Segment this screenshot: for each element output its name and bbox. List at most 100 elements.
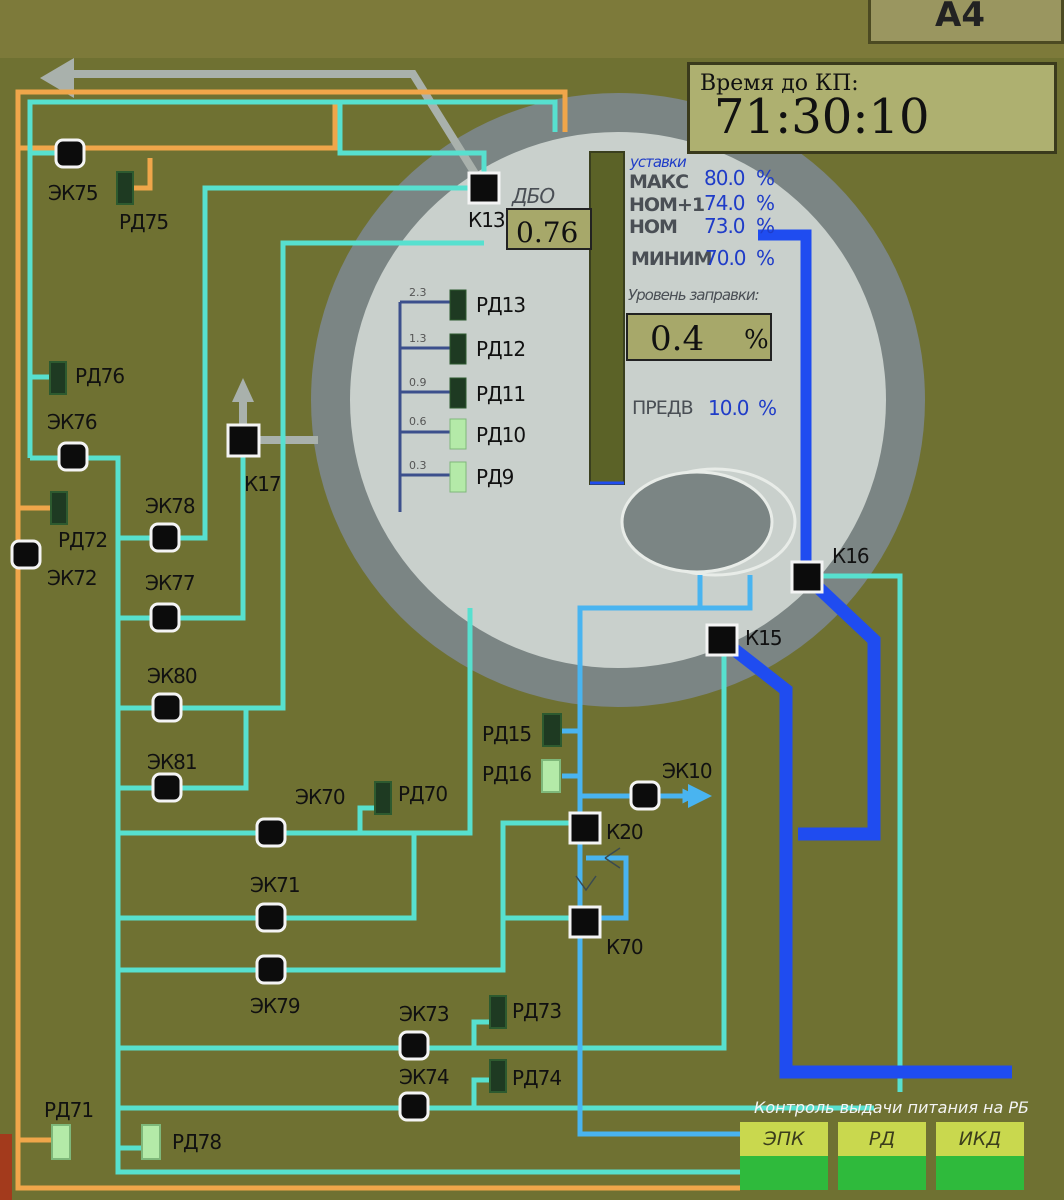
relay-rd15 [542,713,562,747]
pred-name: ПРЕДВ [632,397,694,419]
sensor-tick-rd13: 2.3 [409,286,427,299]
time-to-kp-caption: Время до КП: [700,71,859,96]
screen-tab[interactable]: А4 [868,0,1064,44]
sensor-rd10 [449,418,467,450]
sensor-tick-rd11: 0.9 [409,376,427,389]
main-valves [226,171,824,939]
setpoints-title: уставки [630,153,687,171]
sensor-name-rd11: РД11 [476,382,526,406]
label-rd74: РД74 [512,1066,562,1090]
sensor-name-rd10: РД10 [476,423,526,447]
valve-ek75[interactable] [54,138,86,169]
relay-rd75 [116,171,134,205]
label-rd73: РД73 [512,999,562,1023]
time-to-kp-value: 71:30:10 [714,89,930,145]
relay-rd16 [541,759,561,793]
relay-rd70 [374,781,392,815]
fill-level-unit: % [744,325,769,355]
relay-rd78 [141,1124,161,1160]
setpoint-nom1-unit: % [756,191,775,215]
label-ek77: ЭК77 [145,571,196,595]
valve-ek71[interactable] [255,902,287,933]
check-marks [575,847,621,892]
setpoint-nom-value: 73.0 [704,214,746,238]
power-cell-ikd[interactable]: ИКД [936,1122,1024,1156]
label-rd16: РД16 [482,762,532,786]
label-k15: К15 [745,626,783,650]
valve-ek72[interactable] [10,539,42,570]
power-indicator-ikd [936,1156,1024,1190]
relay-rd73 [489,995,507,1029]
label-rd70: РД70 [398,782,448,806]
label-k70: К70 [606,935,644,959]
valve-ek70[interactable] [255,817,287,848]
power-panel-title: Контроль выдачи питания на РБ [754,1098,1030,1117]
sensor-rd12 [449,333,467,365]
setpoint-nom1-value: 74.0 [704,191,746,215]
valve-k15[interactable] [705,623,739,657]
power-cell-rd[interactable]: РД [838,1122,926,1156]
setpoint-min-name: МИНИМ [631,248,713,270]
level-sensor-comb [398,300,450,512]
valve-ek78[interactable] [149,522,181,553]
label-rd78: РД78 [172,1130,222,1154]
valve-k16[interactable] [790,560,824,594]
valve-ek79[interactable] [255,954,287,985]
label-ek74: ЭК74 [399,1065,450,1089]
dbo-value: 0.76 [506,208,592,250]
setpoint-min-unit: % [756,246,775,270]
valve-k17[interactable] [226,423,261,458]
grey-arrow-up [232,378,254,402]
valve-k20[interactable] [568,811,602,845]
sensor-tick-rd12: 1.3 [409,332,427,345]
valve-k13[interactable] [467,171,501,205]
valve-ek80[interactable] [151,692,183,723]
blue-pipes [717,229,1012,1079]
label-ek75: ЭК75 [48,181,99,205]
label-ek76: ЭК76 [47,410,98,434]
setpoint-nom-name: НОМ [629,216,678,238]
relay-rd71 [51,1124,71,1160]
pred-unit: % [758,396,777,420]
fill-level-title: Уровень заправки: [628,286,760,304]
label-rd75: РД75 [119,210,169,234]
label-ek81: ЭК81 [147,750,198,774]
valve-k70[interactable] [568,905,602,939]
setpoint-max-name: МАКС [629,171,689,193]
relays [49,171,562,1160]
relay-rd72 [50,491,68,525]
setpoint-max-unit: % [756,166,775,190]
pred-value: 10.0 [708,396,750,420]
label-rd76: РД76 [75,364,125,388]
label-k13: К13 [468,208,506,232]
label-k17: К17 [244,472,282,496]
valve-ek74[interactable] [398,1091,430,1122]
setpoint-max-value: 80.0 [704,166,746,190]
valve-ek73[interactable] [398,1030,430,1061]
power-indicator-epk [740,1156,828,1190]
setpoint-nom-unit: % [756,214,775,238]
setpoint-nom1-name: НОМ+1 [629,194,705,216]
relay-rd74 [489,1059,507,1093]
label-ek73: ЭК73 [399,1002,450,1026]
fill-level-panel: 0.4 % [626,313,772,361]
dbo-label: ДБО [512,184,555,208]
relay-rd76 [49,361,67,395]
valve-ek76[interactable] [57,441,89,472]
label-ek10: ЭК10 [662,759,713,783]
label-k20: К20 [606,820,644,844]
orange-pipes [15,89,740,1191]
power-cell-epk[interactable]: ЭПК [740,1122,828,1156]
sensor-rd9 [449,461,467,493]
time-to-kp-panel: Время до КП: 71:30:10 [687,62,1057,154]
sensor-name-rd13: РД13 [476,293,526,317]
label-ek79: ЭК79 [250,994,301,1018]
valve-ek77[interactable] [149,602,181,633]
label-rd15: РД15 [482,722,532,746]
label-ek72: ЭК72 [47,566,98,590]
valve-ek81[interactable] [151,772,183,803]
valve-ek10[interactable] [629,780,661,811]
label-ek80: ЭК80 [147,664,198,688]
label-k16: К16 [832,544,870,568]
